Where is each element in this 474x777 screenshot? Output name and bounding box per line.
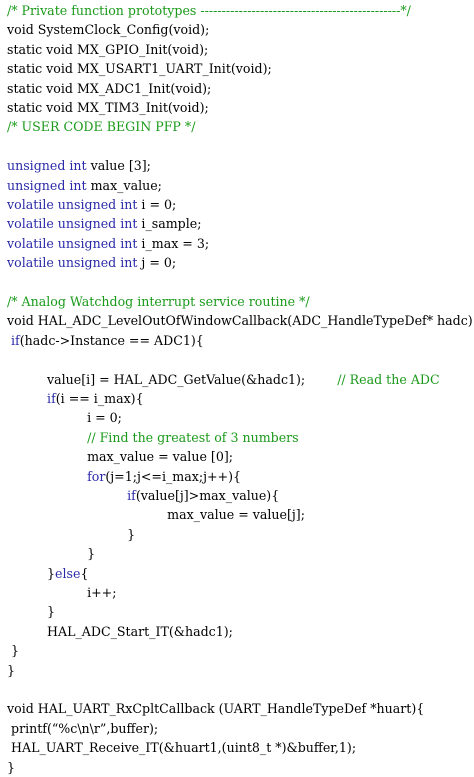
code-comment: /* Private function prototypes ---------…	[7, 3, 411, 18]
code-line: i = 0;	[7, 408, 122, 427]
code-line: for(j=1;j<=i_max;j++){	[7, 467, 241, 486]
code-text: i = 0;	[7, 410, 122, 426]
code-text: }	[7, 546, 96, 562]
code-text: }	[7, 604, 56, 620]
code-keyword: unsigned	[7, 177, 70, 193]
code-line: HAL_UART_Receive_IT(&huart1,(uint8_t *)&…	[7, 738, 356, 757]
code-line: if(i == i_max){	[7, 389, 144, 408]
code-keyword: if	[47, 391, 56, 406]
code-text: }	[7, 662, 16, 678]
code-keyword: int	[120, 216, 138, 232]
code-text: printf(“%c\n\r”,buffer);	[7, 720, 159, 736]
code-line: void SystemClock_Config(void);	[7, 20, 209, 39]
code-text: i_max = 3;	[137, 235, 210, 251]
code-text: HAL_UART_Receive_IT(&huart1,(uint8_t *)&…	[7, 740, 357, 756]
code-line: void HAL_UART_RxCpltCallback (UART_Handl…	[7, 699, 424, 718]
code-line: }	[7, 544, 95, 563]
code-line: }	[7, 602, 55, 621]
code-text: void HAL_UART_RxCpltCallback (UART_Handl…	[7, 701, 425, 717]
code-line: /* Private function prototypes ---------…	[7, 1, 411, 20]
code-comment: // Find the greatest of 3 numbers	[87, 429, 299, 445]
code-keyword: if	[11, 332, 20, 348]
code-keyword: unsigned	[7, 158, 70, 174]
code-line: unsigned int max_value;	[7, 176, 162, 195]
code-line: static void MX_USART1_UART_Init(void);	[7, 59, 272, 78]
code-text: static void MX_GPIO_Init(void);	[7, 41, 209, 57]
code-text: }	[7, 643, 20, 659]
code-keyword: volatile unsigned	[7, 235, 121, 251]
code-listing: /* Private function prototypes ---------…	[7, 1, 474, 775]
code-text: i++;	[7, 585, 117, 600]
code-line: HAL_ADC_Start_IT(&hadc1);	[7, 622, 233, 641]
code-line: max_value = value [0];	[7, 447, 233, 466]
code-text: static void MX_ADC1_Init(void);	[7, 80, 212, 96]
code-line: unsigned int value [3];	[7, 156, 151, 175]
code-comment: /* Analog Watchdog interrupt service rou…	[7, 294, 310, 309]
code-text: HAL_ADC_Start_IT(&hadc1);	[7, 623, 233, 639]
code-text	[7, 488, 127, 503]
code-line: volatile unsigned int i = 0;	[7, 195, 176, 214]
code-line: }	[7, 758, 15, 777]
code-keyword: if	[127, 488, 136, 503]
code-text: }	[7, 759, 16, 775]
code-line: i++;	[7, 583, 116, 602]
code-text: }	[7, 565, 56, 581]
code-line: value[i] = HAL_ADC_GetValue(&hadc1); // …	[7, 370, 440, 389]
code-line: max_value = value[j];	[7, 505, 305, 524]
code-text: i_sample;	[137, 216, 202, 232]
code-line: // Find the greatest of 3 numbers	[7, 428, 299, 447]
code-text: value [3];	[86, 158, 151, 174]
code-line: }	[7, 525, 135, 544]
code-text: max_value;	[86, 177, 162, 193]
code-line: static void MX_GPIO_Init(void);	[7, 40, 208, 59]
code-line: }	[7, 641, 19, 660]
code-keyword: int	[120, 197, 138, 212]
code-text: (hadc->Instance == ADC1){	[19, 332, 204, 348]
code-text	[7, 469, 87, 484]
code-text	[7, 391, 47, 406]
code-text: {	[80, 565, 89, 581]
code-keyword: else	[55, 565, 81, 581]
code-comment: // Read the ADC	[337, 371, 440, 387]
code-line: }	[7, 661, 15, 680]
code-text: max_value = value[j];	[7, 507, 305, 523]
code-text: j = 0;	[137, 255, 177, 271]
code-text: static void MX_USART1_UART_Init(void);	[7, 61, 272, 77]
code-text: max_value = value [0];	[7, 449, 233, 465]
code-keyword: volatile unsigned	[7, 197, 121, 212]
code-comment: /* USER CODE BEGIN PFP */	[7, 119, 196, 135]
code-line: }else{	[7, 564, 88, 583]
code-line: /* Analog Watchdog interrupt service rou…	[7, 292, 310, 311]
code-text: value[i] = HAL_ADC_GetValue(&hadc1);	[7, 371, 338, 387]
code-keyword: int	[120, 235, 138, 251]
code-keyword: for	[87, 468, 106, 484]
code-line: if(value[j]>max_value){	[7, 486, 279, 505]
code-text: (i == i_max){	[55, 391, 144, 406]
code-line: if(hadc->Instance == ADC1){	[7, 331, 204, 350]
code-line: volatile unsigned int i_sample;	[7, 214, 201, 233]
code-keyword: int	[69, 158, 87, 174]
code-keyword: int	[120, 255, 138, 271]
code-line: volatile unsigned int i_max = 3;	[7, 234, 209, 253]
code-keyword: int	[69, 177, 87, 193]
code-text: (j=1;j<=i_max;j++){	[105, 468, 242, 484]
code-keyword: volatile unsigned	[7, 216, 121, 232]
code-text: static void MX_TIM3_Init(void);	[7, 100, 209, 115]
code-text	[7, 430, 87, 445]
code-keyword: volatile unsigned	[7, 255, 121, 271]
code-text: void HAL_ADC_LevelOutOfWindowCallback(AD…	[7, 313, 474, 329]
code-text: }	[7, 526, 136, 542]
code-text: (value[j]>max_value){	[135, 488, 280, 503]
code-line: printf(“%c\n\r”,buffer);	[7, 719, 158, 738]
code-line: static void MX_TIM3_Init(void);	[7, 98, 209, 117]
code-text: i = 0;	[137, 197, 177, 212]
code-text: void SystemClock_Config(void);	[7, 22, 210, 38]
code-line: /* USER CODE BEGIN PFP */	[7, 117, 195, 136]
code-line: volatile unsigned int j = 0;	[7, 253, 176, 272]
code-line: static void MX_ADC1_Init(void);	[7, 79, 211, 98]
code-line: void HAL_ADC_LevelOutOfWindowCallback(AD…	[7, 311, 474, 330]
